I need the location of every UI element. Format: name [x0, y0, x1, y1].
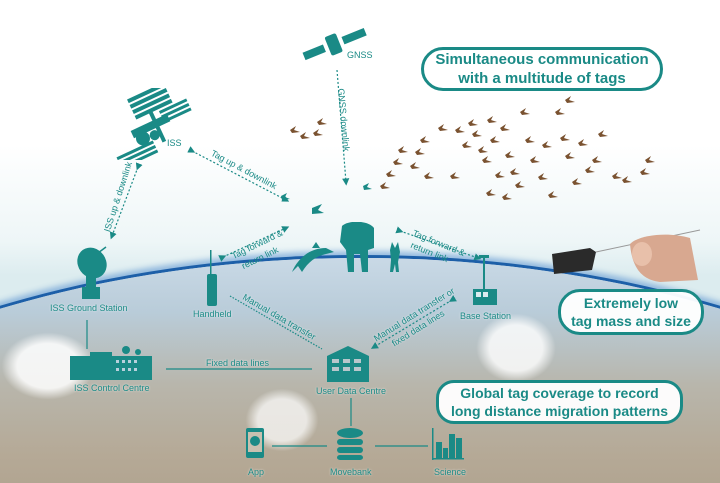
user-data-centre-label: User Data Centre [316, 386, 387, 396]
fox-icon [390, 242, 400, 272]
dish-antenna-icon [77, 246, 107, 299]
satellite-icon [302, 28, 367, 61]
science-label: Science [434, 467, 467, 477]
iss-ground-station-label: ISS Ground Station [50, 303, 128, 313]
dolphin-icon [292, 242, 334, 272]
base-station-label: Base Station [460, 311, 512, 321]
callout-low-mass-line-1: Extremely low [583, 295, 679, 311]
callout-simultaneous-line-2: with a multitude of tags [458, 70, 626, 87]
callout-global-coverage-line-1: Global tag coverage to record [460, 385, 659, 401]
movebank-label: Movebank [330, 467, 372, 477]
callout-simultaneous-line-1: Simultaneous communication [435, 51, 649, 68]
iss-control-centre-label: ISS Control Centre [74, 383, 150, 393]
smartphone-app-icon [246, 428, 264, 458]
callout-global-coverage: Global tag coverage to record long dista… [436, 380, 683, 424]
gnss-label: GNSS [347, 50, 373, 60]
control-centre-building-icon [70, 346, 152, 380]
callout-simultaneous: Simultaneous communication with a multit… [421, 47, 663, 91]
fixed-data-lines-label: Fixed data lines [206, 358, 270, 368]
base-station-icon [473, 255, 497, 305]
iss-label: ISS [167, 138, 182, 148]
callout-low-mass: Extremely low tag mass and size [558, 289, 704, 335]
bar-chart-icon [432, 428, 464, 460]
callout-global-coverage-line-2: long distance migration patterns [450, 403, 669, 419]
database-icon [337, 428, 363, 460]
tag-device-photo [552, 229, 701, 282]
callout-low-mass-line-2: tag mass and size [571, 313, 691, 329]
app-label: App [248, 467, 265, 477]
elephant-icon [340, 222, 374, 272]
handheld-radio-icon [207, 250, 217, 306]
space-station-icon [116, 88, 192, 160]
data-centre-building-icon [327, 346, 369, 382]
handheld-label: Handheld [193, 309, 232, 319]
